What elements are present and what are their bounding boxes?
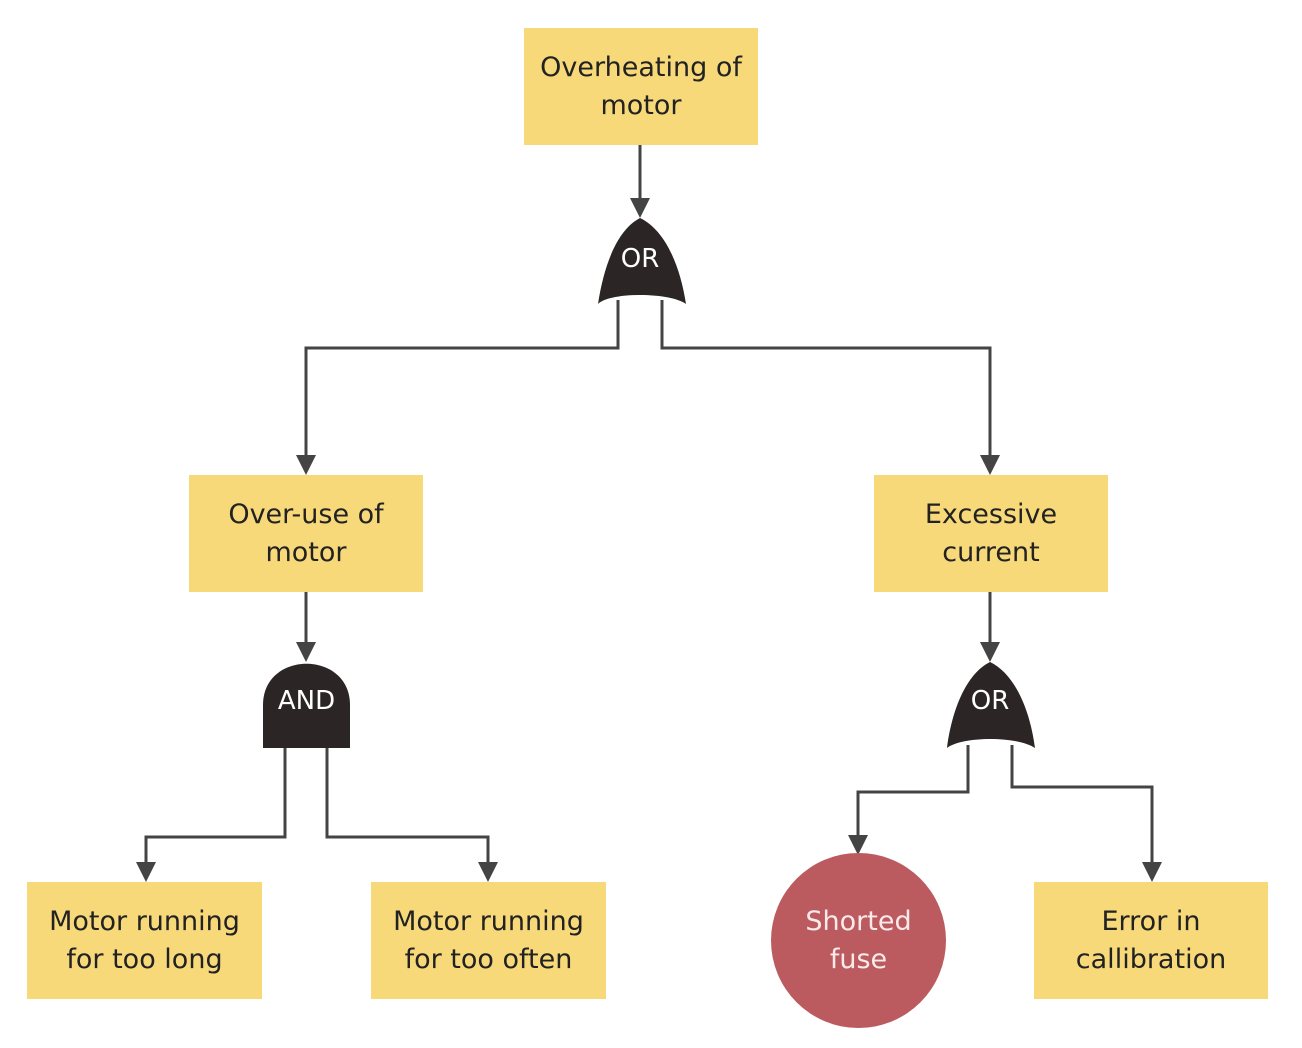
arrowhead [136,862,156,882]
event-text-line: for too often [404,943,573,975]
or-gate-current-label: OR [970,686,1010,716]
event-text-line: Motor running [393,905,584,937]
event-text-line: Excessive [924,498,1058,530]
or-gate-top[interactable] [598,218,686,304]
event-text-line: for too long [66,943,223,975]
event-text-line: Motor running [49,905,240,937]
arrowhead [296,455,316,475]
edge-or2-to-fuse [856,745,970,840]
arrowhead [1142,862,1162,882]
event-text-line: callibration [1075,943,1227,975]
event-over-use-of-motor[interactable]: Over-use of motor [189,475,423,592]
event-motor-running-too-often[interactable]: Motor running for too often [371,882,606,999]
edge-and-to-too-long [144,745,287,868]
event-text-line: motor [265,536,347,568]
edge-and-to-too-often [325,745,490,868]
event-text-line: Error in [1101,905,1201,937]
arrowhead [848,835,868,855]
event-text-line: motor [600,89,682,121]
event-motor-running-too-long[interactable]: Motor running for too long [27,882,262,999]
and-gate[interactable] [263,663,350,748]
or-gate-current[interactable] [947,662,1035,748]
event-error-in-callibration[interactable]: Error in callibration [1034,882,1268,999]
arrowhead [296,642,316,662]
event-excessive-current[interactable]: Excessive current [874,475,1108,592]
or-gate-top-label: OR [620,244,660,274]
arrowhead [980,455,1000,475]
event-text-line: Shorted [805,905,912,937]
event-overheating-of-motor[interactable]: Overheating of motor [524,28,758,145]
event-text-line: Overheating of [540,51,742,83]
arrowhead [980,642,1000,662]
arrowhead [630,198,650,218]
and-gate-label: AND [277,686,336,716]
event-text-line: current [942,536,1040,568]
event-text-line: fuse [829,943,888,975]
event-text-line: Over-use of [228,498,384,530]
arrowhead [478,862,498,882]
edge-or-to-overuse [304,300,620,462]
edge-or2-to-calib [1010,745,1154,868]
edge-or-to-excessive [660,300,992,462]
basic-event-shorted-fuse[interactable]: Shorted fuse [771,853,946,1028]
